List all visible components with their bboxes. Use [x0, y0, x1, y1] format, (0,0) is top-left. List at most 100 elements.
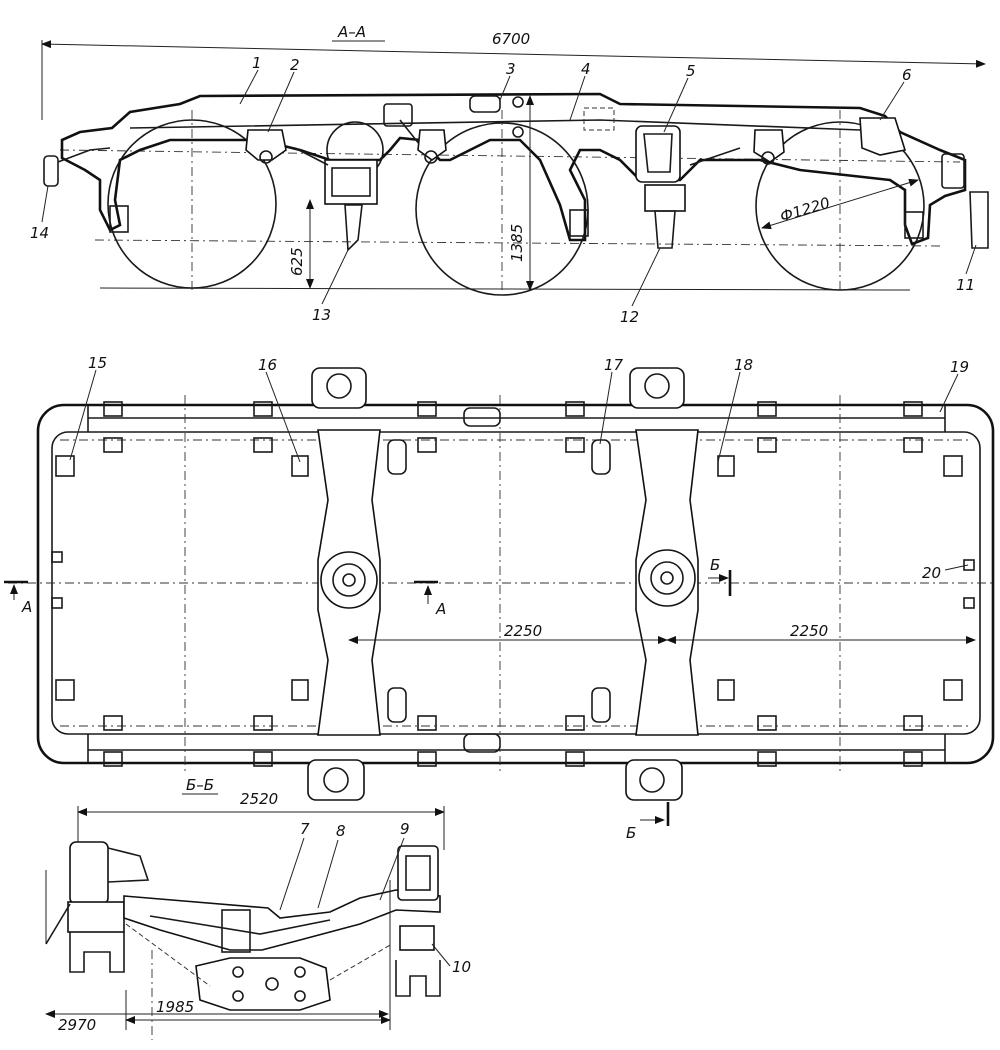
right-spring-unit-10 — [399, 925, 435, 951]
callout-4: 4 — [581, 60, 591, 78]
motor-hanger-arm — [294, 147, 329, 166]
side-window-bottom — [463, 733, 501, 753]
hidden-link-2 — [329, 943, 393, 981]
frame-centerline — [59, 149, 961, 163]
axle-centerline — [94, 239, 941, 247]
pedestal-guide-2 — [569, 209, 589, 237]
hidden-link-1 — [125, 923, 211, 987]
frame-outer-outline — [36, 403, 995, 765]
motor-bolt-4 — [294, 966, 306, 978]
spring-seat-pin-2 — [424, 150, 438, 164]
spring-seat-right — [753, 129, 785, 163]
left-side-member-section — [69, 841, 109, 905]
section-cut-a-left-label: А — [21, 598, 32, 616]
callout-6: 6 — [902, 66, 912, 84]
sand-pipe-bracket-11 — [969, 191, 989, 249]
left-outline-slope — [45, 903, 71, 945]
dimension-6700: 6700 — [492, 30, 530, 48]
motor-suspension-box-inner — [331, 167, 371, 197]
callout-16: 16 — [258, 356, 277, 374]
bolster-support-bottom-right — [625, 759, 683, 801]
callout-20: 20 — [922, 564, 941, 582]
slot-opening-1 — [387, 439, 407, 475]
center-bearing-housing — [221, 909, 251, 953]
side-frame-outline — [60, 92, 967, 246]
motor-bolt-2 — [232, 990, 244, 1002]
callout-leaders-side-view — [41, 69, 977, 307]
dimension-625: 625 — [288, 247, 306, 276]
plan-view: А А Б Б 2250 2250 15 16 17 18 19 20 — [4, 354, 995, 842]
dimension-2250-right: 2250 — [790, 622, 828, 640]
callout-12: 12 — [620, 308, 639, 326]
bolster-support-bottom-left-hole — [323, 767, 349, 793]
bolster-support-bottom-right-hole — [639, 767, 665, 793]
dimension-line-wheel-diameter — [761, 178, 919, 230]
frame-hole-1 — [512, 96, 524, 108]
motor-hanger-link — [344, 204, 363, 252]
dimension-line-6700 — [41, 40, 986, 68]
section-cut-b-top-label: Б — [710, 556, 720, 574]
dimension-wheel-diameter: Ф1220 — [778, 194, 832, 226]
motor-bolt-1 — [232, 966, 244, 978]
slot-opening-3 — [387, 687, 407, 723]
rail-line — [99, 287, 911, 291]
section-title-bb: Б–Б — [186, 776, 214, 794]
section-cut-a-right-label: А — [435, 600, 446, 618]
callout-14: 14 — [30, 224, 49, 242]
section-title-aa: А–А — [337, 23, 366, 41]
dimension-2970: 2970 — [58, 1016, 96, 1034]
callout-7: 7 — [300, 820, 310, 838]
side-view-section-aa: 6700 А–А — [30, 23, 989, 326]
bolster-support-top-left-hole — [326, 373, 352, 399]
left-axle-box — [67, 901, 125, 933]
end-device-arm — [57, 147, 111, 163]
frame-opening-3 — [469, 95, 501, 113]
callout-18: 18 — [734, 356, 753, 374]
bolster-support-top-right — [629, 367, 685, 409]
callout-11: 11 — [956, 276, 975, 294]
motor-case — [195, 957, 331, 1011]
callout-19: 19 — [950, 358, 969, 376]
left-bracket — [107, 847, 150, 883]
callout-13: 13 — [312, 306, 331, 324]
spring-seat-center — [417, 129, 447, 161]
bolster-bracket-window — [643, 133, 673, 173]
callout-9: 9 — [400, 820, 410, 838]
bolster-support — [644, 184, 686, 212]
cross-beam-section — [123, 889, 441, 951]
cross-beam-web — [149, 915, 331, 935]
spring-seat-left — [245, 129, 287, 161]
center-pivot-right — [638, 549, 696, 607]
frame-hole-2 — [512, 126, 524, 138]
left-pedestal — [69, 932, 125, 973]
right-pedestal — [395, 960, 441, 997]
bolster-support-bottom-left — [307, 759, 365, 801]
center-pivot-left-hole — [342, 573, 356, 587]
section-view-bb: Б–Б 2520 2970 1985 — [45, 776, 471, 1040]
pedestal-guide-1 — [109, 205, 129, 233]
bolster-support-stem — [654, 210, 676, 249]
slot-opening-4 — [591, 687, 611, 723]
right-side-member-section — [397, 845, 439, 901]
dimension-2520: 2520 — [240, 790, 278, 808]
callout-10: 10 — [452, 958, 471, 976]
motor-bolt-5 — [294, 990, 306, 1002]
frame-top-flange — [129, 119, 861, 131]
right-side-member-inner — [405, 855, 431, 891]
end-coupler-block — [941, 153, 965, 189]
callout-8: 8 — [336, 822, 346, 840]
frame-window — [383, 103, 413, 127]
callout-leaders-section-bb — [279, 837, 451, 967]
end-bracket-6 — [859, 117, 907, 156]
center-pivot-left — [320, 551, 378, 609]
slot-opening-2 — [591, 439, 611, 475]
end-device-14 — [43, 155, 59, 187]
callout-3: 3 — [506, 60, 516, 78]
center-pivot-right-inner — [650, 561, 684, 595]
spring-clips — [51, 455, 975, 701]
callout-15: 15 — [88, 354, 107, 372]
motor-bolt-3 — [265, 977, 279, 991]
callout-2: 2 — [290, 56, 300, 74]
section-cut-b-bottom-label: Б — [626, 824, 636, 842]
